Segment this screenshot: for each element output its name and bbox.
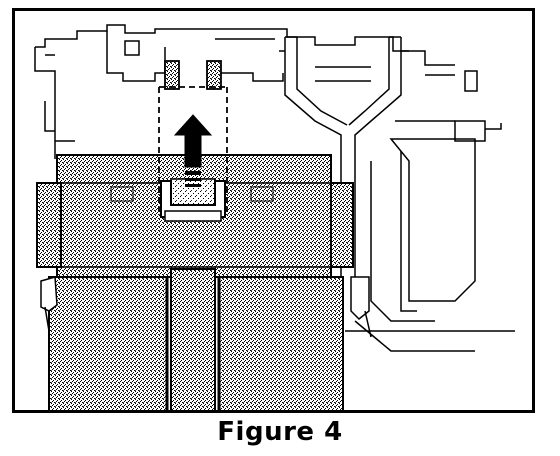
y-frame bbox=[279, 36, 409, 281]
insertion-guide bbox=[158, 86, 228, 212]
technical-drawing bbox=[34, 24, 515, 410]
side-clips bbox=[40, 276, 372, 338]
figure-caption: Figure 4 bbox=[217, 417, 343, 447]
side-panel bbox=[345, 138, 515, 352]
up-arrow-icon bbox=[173, 114, 213, 187]
connector bbox=[160, 180, 226, 222]
chassis-outline bbox=[34, 24, 502, 159]
latch-tabs bbox=[164, 60, 222, 90]
figure-frame bbox=[12, 8, 535, 413]
cartridge-legs bbox=[48, 268, 344, 410]
